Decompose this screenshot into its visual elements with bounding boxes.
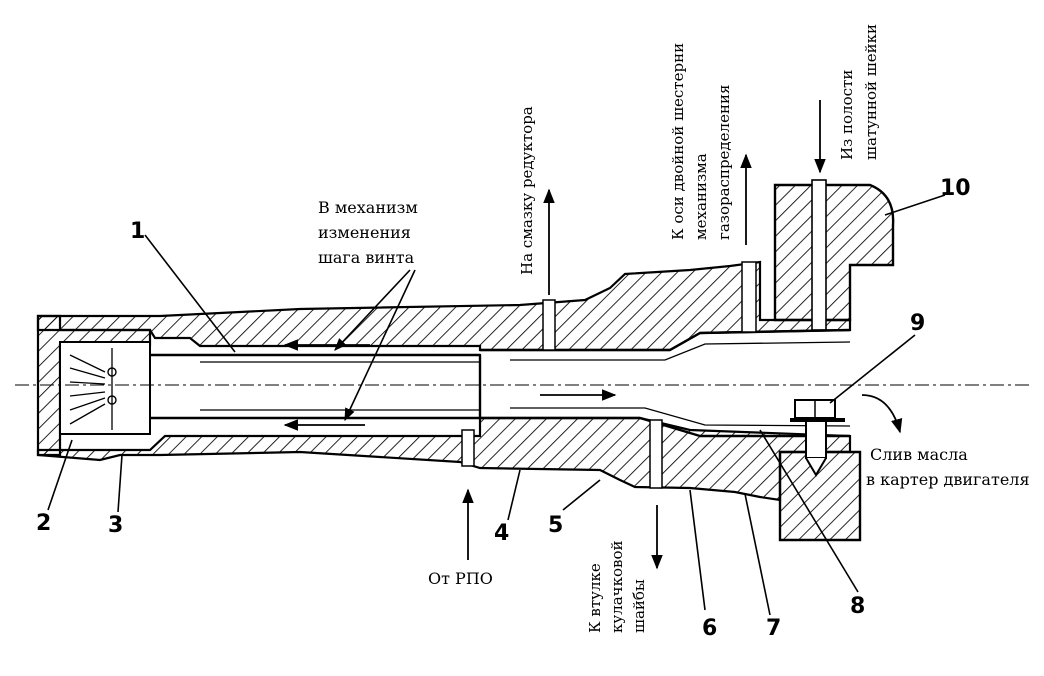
flange-channel (811, 179, 827, 331)
label-pitch-line-3: шага винта (318, 248, 415, 267)
flange-10 (773, 183, 895, 322)
part-number-9: 9 (910, 311, 925, 336)
leader-1 (144, 234, 236, 353)
leader-5 (562, 479, 601, 511)
leader-8 (759, 429, 859, 593)
label-drain-line-2: в картер двигателя (866, 470, 1030, 489)
label-drain-line-1: Слив масла (870, 445, 968, 464)
part-number-5: 5 (548, 513, 563, 538)
label-pitch-line-1: В механизм (318, 198, 418, 217)
radial-hole-cam (649, 419, 663, 489)
part-number-3: 3 (108, 513, 123, 538)
drain-bolt-9 (790, 399, 845, 477)
leader-3 (117, 454, 123, 513)
tube-wall-inner-lower (510, 407, 851, 427)
central-tube-1 (150, 353, 482, 420)
shaft-upper-wall (36, 260, 852, 352)
tube-wall-inner-upper (510, 341, 851, 361)
leader-10 (884, 194, 946, 216)
label-cam-line-2: кулачковой (608, 541, 626, 633)
pitch-pointer-lower (344, 269, 416, 422)
part-number-1: 1 (130, 219, 145, 244)
leader-4 (507, 469, 521, 521)
label-nut-line-1: Из полости (838, 70, 856, 160)
radial-hole-reducer (542, 299, 556, 351)
inner-tube-lower (480, 416, 850, 438)
radial-hole-rpo (461, 429, 475, 467)
label-pitch-line-2: изменения (318, 223, 411, 242)
leader-2 (47, 439, 73, 511)
filter-housing (59, 341, 151, 435)
part-number-10: 10 (940, 176, 971, 201)
pitch-pointer-upper (334, 269, 411, 351)
label-to-reducer: На смазку редуктора (518, 106, 536, 275)
shaft-lower-wall (36, 416, 852, 502)
label-nut-line-2: шатунной шейки (862, 24, 880, 160)
radial-hole-timing (741, 261, 757, 333)
part-number-6: 6 (702, 616, 717, 641)
leader-6 (689, 489, 706, 611)
label-cam-line-3: шайбы (630, 579, 648, 633)
leader-9 (829, 334, 916, 404)
leader-7 (744, 493, 771, 616)
label-timing-line-3: газораспределения (715, 85, 733, 240)
label-from-rpo: От РПО (428, 569, 493, 588)
label-cam-line-1: К втулке (586, 563, 604, 633)
label-timing-line-1: К оси двойной шестерни (669, 43, 687, 240)
flange-lower-part (778, 450, 862, 542)
label-timing-line-2: механизма (692, 153, 710, 240)
flow-arrow-drain (861, 394, 903, 434)
part-number-7: 7 (766, 616, 781, 641)
part-number-8: 8 (850, 594, 865, 619)
part-number-4: 4 (494, 521, 509, 546)
inner-tube-upper (480, 328, 851, 352)
part-number-2: 2 (36, 511, 51, 536)
filter-element (69, 348, 117, 430)
